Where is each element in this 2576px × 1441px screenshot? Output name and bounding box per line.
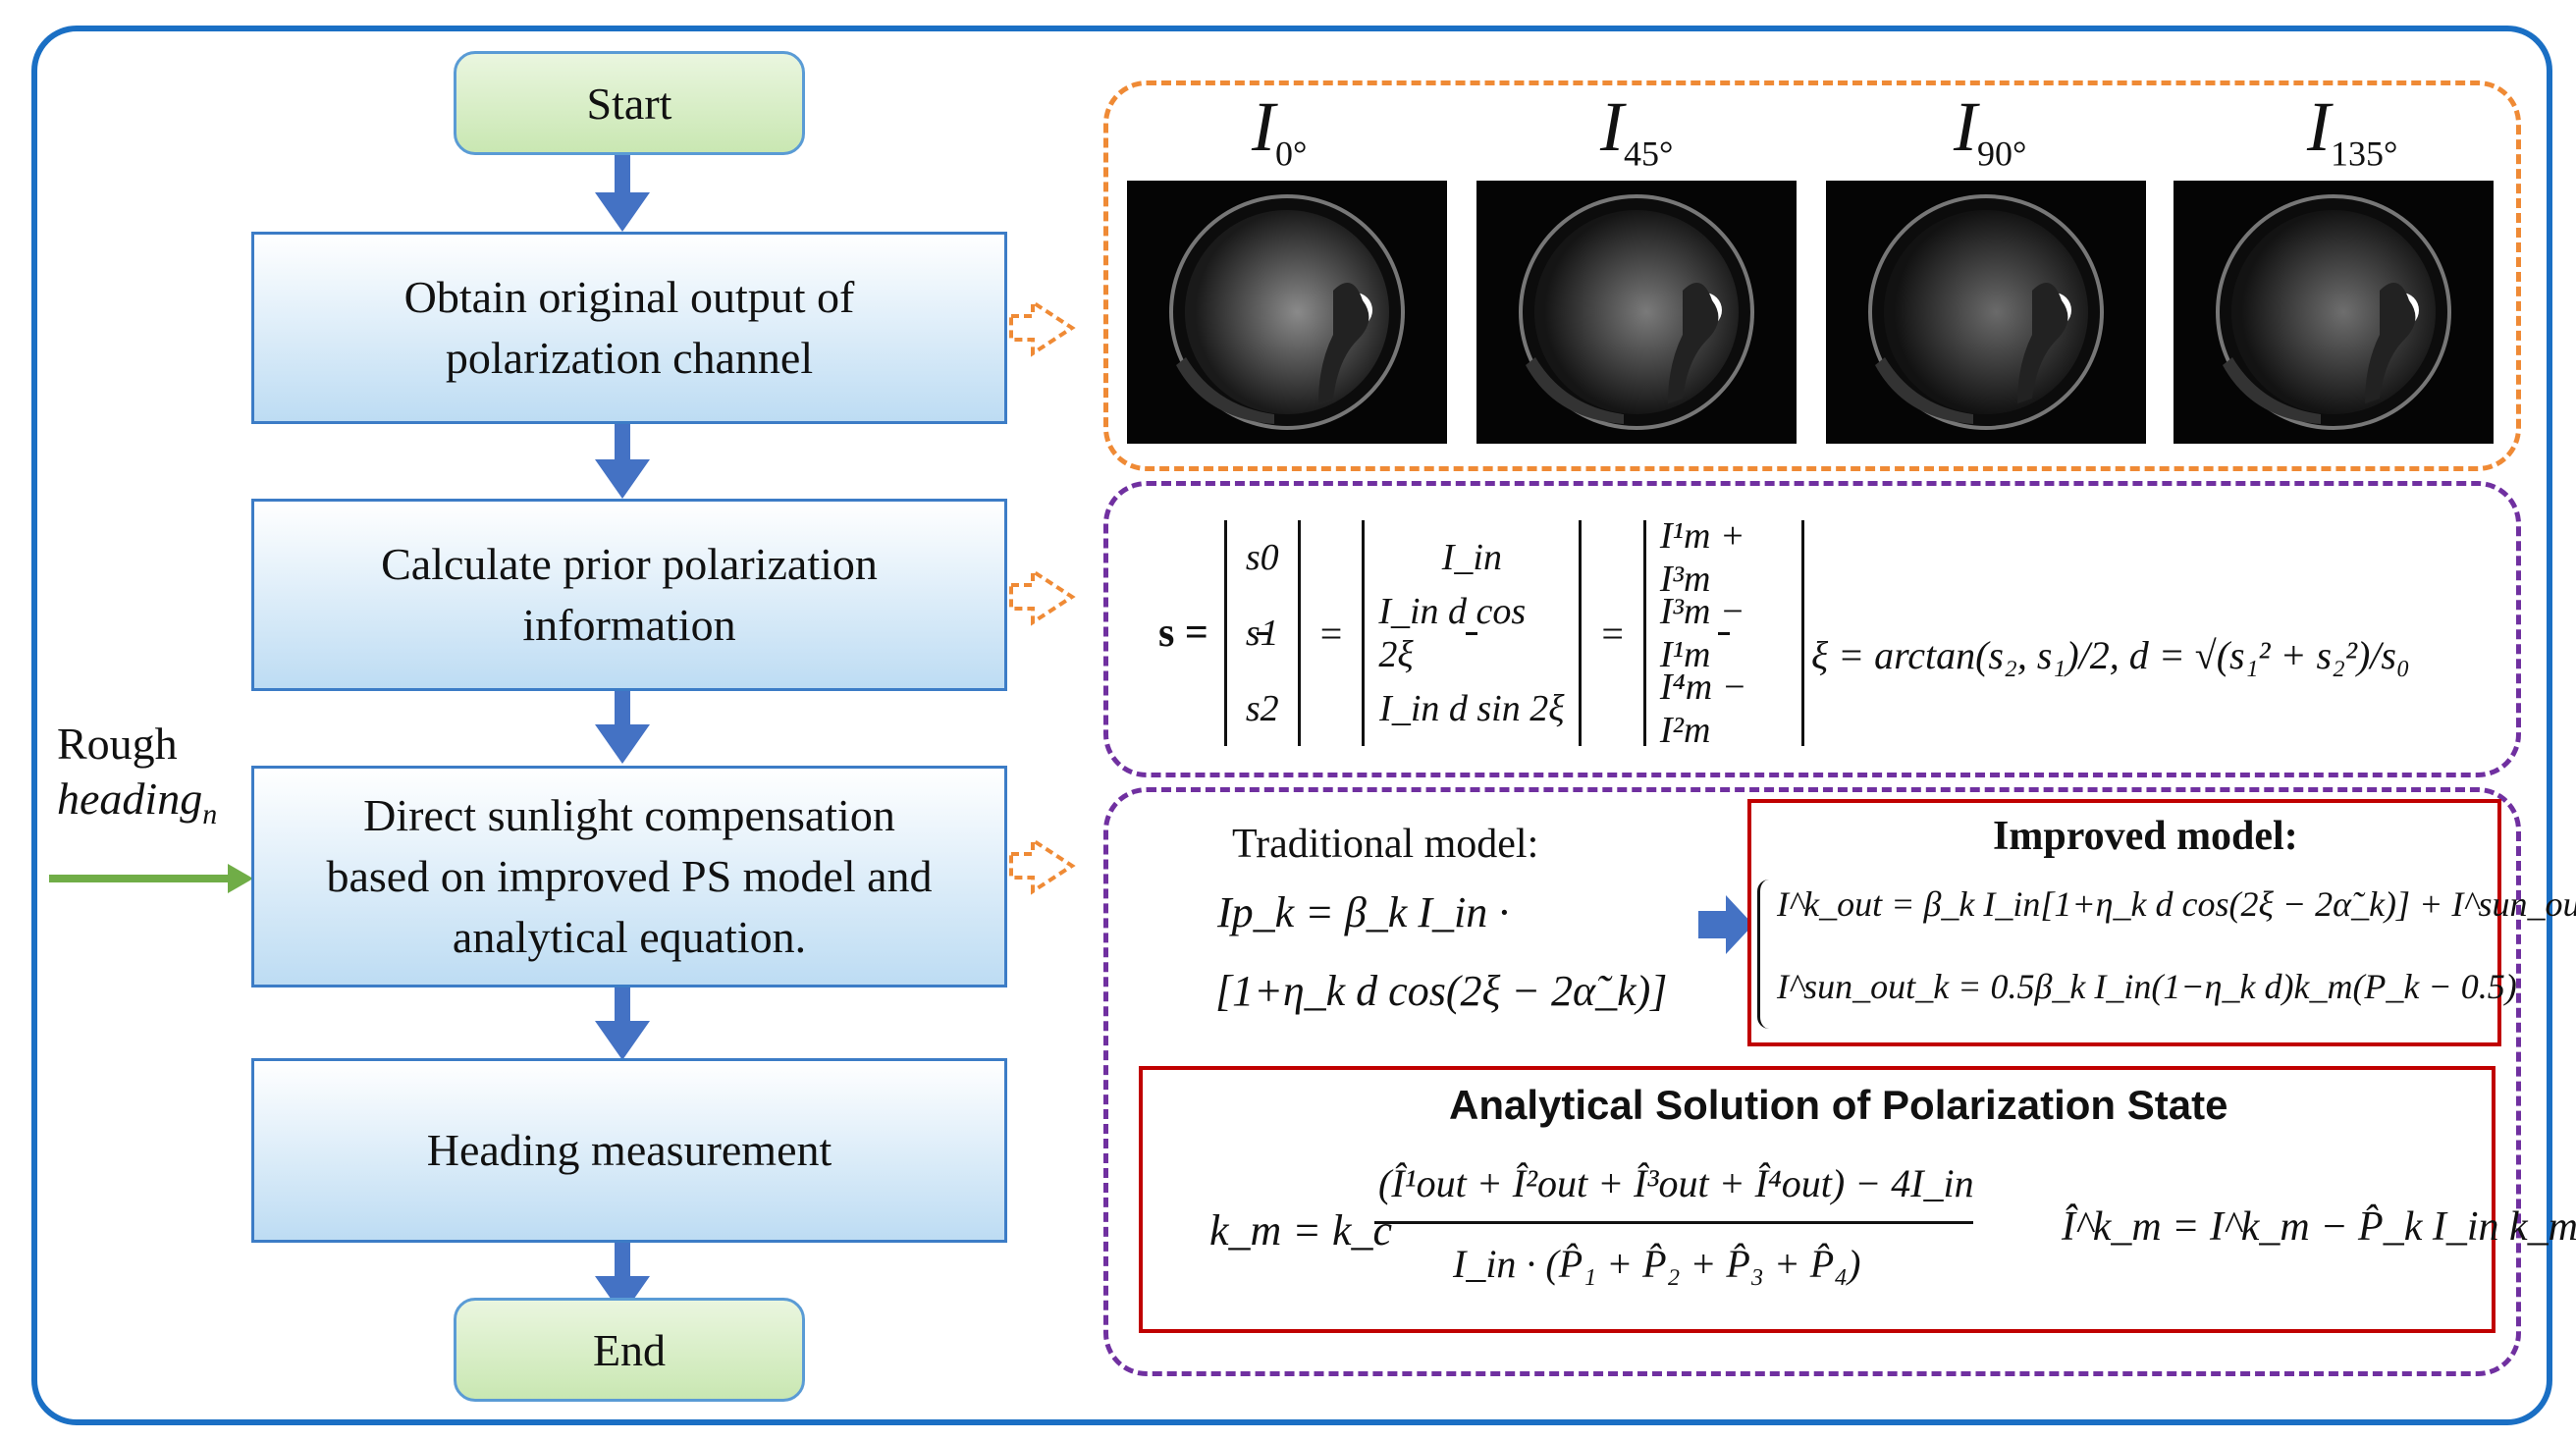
image-label-135-sub: 135° [2330, 133, 2398, 174]
traditional-model-title: Traditional model: [1232, 822, 1539, 867]
step-sunlight-compensation: Direct sunlight compensation based on im… [251, 766, 1007, 987]
rough-heading-word: heading [57, 774, 203, 824]
stokes-vector-cell: s0 [1245, 537, 1279, 579]
corrected-intensity-equation: Î^k_m = I^k_m − P̂_k I_in k_m [2062, 1204, 2576, 1250]
stokes-right-cell: I³m − I¹m [1659, 590, 1745, 675]
traditional-model-line2: [1+η_k d cos(2ξ − 2α̃_k)] [1215, 967, 1668, 1015]
fisheye-image-135 [2174, 181, 2494, 444]
image-label-90: I90° [1954, 86, 2026, 174]
stokes-right-cell: I⁴m − I²m [1659, 666, 1747, 751]
fraction-bar [1374, 1221, 1973, 1224]
km-denominator: I_in · (P̂₁ + P̂₂ + P̂₃ + P̂₄) [1453, 1242, 1861, 1286]
start-node: Start [454, 51, 805, 155]
image-label-45-sub: 45° [1623, 133, 1674, 174]
stokes-vector-cell: s1 [1245, 612, 1279, 654]
arrow-step4-end [595, 1239, 650, 1315]
stokes-intensity-matrix: I_in I_in d cos 2ξ I_in d sin 2ξ [1362, 520, 1583, 746]
fisheye-image-0 [1127, 181, 1447, 444]
traditional-model-line1: Ip_k = β_k I_in · [1217, 888, 1510, 936]
step-heading-measurement-label: Heading measurement [426, 1125, 832, 1175]
km-numerator: (Î¹out + Î²out + Î³out + Î⁴out) − 4I_in [1378, 1161, 1974, 1205]
step-obtain-output: Obtain original output of polarization c… [251, 232, 1007, 424]
end-node: End [454, 1298, 805, 1402]
end-label: End [592, 1324, 667, 1375]
stokes-mid-cell: I_in [1441, 537, 1502, 579]
step-sunlight-compensation-label: Direct sunlight compensation based on im… [326, 790, 933, 962]
orange-arrows [1009, 298, 1076, 895]
image-label-0-main: I [1252, 87, 1275, 166]
outer-frame [31, 26, 2552, 1425]
improved-model-title: Improved model: [1993, 814, 2298, 859]
stokes-mid-cell: I_in d cos 2ξ [1378, 590, 1527, 675]
rough-heading-line2: headingn [57, 772, 217, 842]
stokes-lhs: s = [1158, 611, 1208, 656]
analytical-solution-box [1139, 1066, 2496, 1333]
rough-heading-label: Rough headingn [57, 717, 217, 842]
improved-model-line2: I^sun_out_k = 0.5β_k I_in(1−η_k d)k_m(P_… [1777, 967, 2517, 1006]
orange-arrow-2 [1009, 567, 1076, 626]
analytical-solution-title: Analytical Solution of Polarization Stat… [1449, 1082, 2228, 1128]
improved-model-line1: I^k_out = β_k I_in[1+η_k d cos(2ξ − 2α̃_… [1777, 884, 2576, 924]
stokes-equation: s = s0 s1 s2 = I_in I_in d cos 2ξ I_in d… [1158, 515, 1804, 751]
stokes-measurement-matrix: I¹m + I³m I³m − I¹m I⁴m − I²m [1642, 515, 1804, 751]
down-arrows [595, 155, 650, 1315]
image-label-135-main: I [2307, 87, 2331, 166]
stokes-mid-cell: I_in d sin 2ξ [1379, 687, 1565, 729]
image-label-135: I135° [2307, 86, 2397, 174]
arrow-step1-step2 [595, 422, 650, 499]
models-panel [1103, 787, 2521, 1376]
green-input-arrow [49, 864, 253, 893]
step-calculate-prior: Calculate prior polarization information [251, 499, 1007, 691]
improved-model-brace [1757, 880, 1774, 1029]
stokes-vector: s0 s1 s2 [1223, 520, 1301, 746]
equals-sign-2: = [1601, 611, 1624, 656]
rough-heading-sub: n [202, 798, 218, 831]
arrow-step2-step3 [595, 687, 650, 764]
image-label-0: I0° [1252, 86, 1307, 174]
start-label: Start [586, 78, 672, 129]
image-label-45-main: I [1600, 87, 1624, 166]
xi-d-equation: ξ = arctan(s₂, s₁)/2, d = √(s₁² + s₂²)/s… [1811, 633, 2410, 677]
improved-model-box [1747, 799, 2501, 1046]
orange-arrow-3 [1009, 836, 1076, 895]
arrow-step3-step4 [595, 984, 650, 1060]
rough-heading-line1: Rough [57, 719, 178, 769]
polarization-images-panel [1103, 80, 2521, 471]
stokes-panel [1103, 481, 2521, 777]
image-label-0-sub: 0° [1274, 133, 1308, 174]
blue-block-arrow [1698, 895, 1753, 954]
step-heading-measurement: Heading measurement [251, 1058, 1007, 1243]
fisheye-image-90 [1826, 181, 2146, 444]
step-calculate-prior-label: Calculate prior polarization information [381, 539, 878, 650]
arrow-start-step1 [595, 155, 650, 232]
step-obtain-output-label: Obtain original output of polarization c… [403, 272, 855, 383]
stokes-vector-cell: s2 [1245, 687, 1279, 729]
fisheye-image-45 [1476, 181, 1797, 444]
equals-sign-1: = [1319, 611, 1343, 656]
image-label-45: I45° [1600, 86, 1673, 174]
image-label-90-main: I [1954, 87, 1977, 166]
km-lhs: k_m = k_c [1209, 1206, 1393, 1254]
stokes-right-cell: I¹m + I³m [1659, 515, 1745, 601]
image-label-90-sub: 90° [1976, 133, 2027, 174]
orange-arrow-1 [1009, 298, 1076, 357]
